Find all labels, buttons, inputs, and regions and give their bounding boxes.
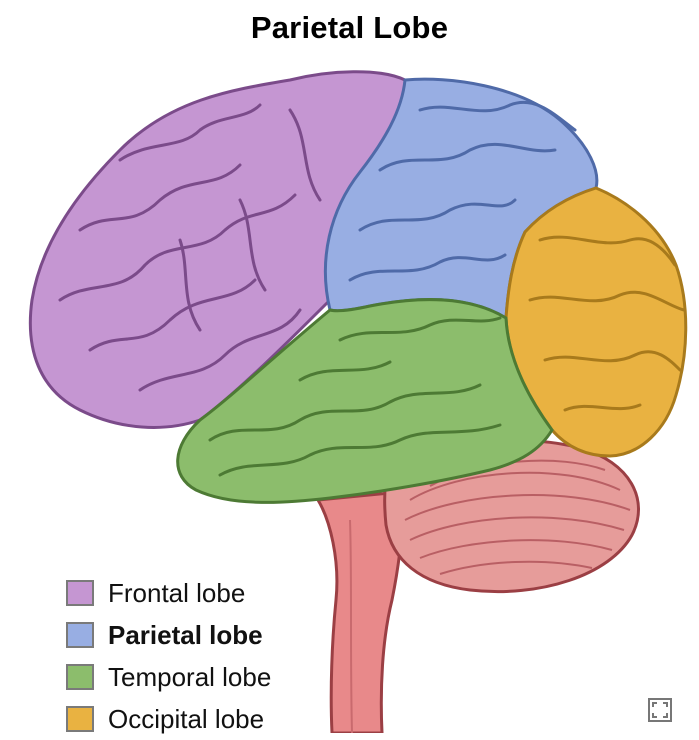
page-title: Parietal Lobe <box>250 10 449 45</box>
frontal-swatch <box>66 580 94 606</box>
legend-temporal: Temporal lobe <box>66 656 271 698</box>
occipital-swatch <box>66 706 94 732</box>
parietal-label: Parietal lobe <box>108 619 263 650</box>
legend-occipital: Occipital lobe <box>66 698 271 740</box>
expand-icon[interactable] <box>648 698 672 722</box>
legend-frontal: Frontal lobe <box>66 572 271 614</box>
parietal-swatch <box>66 622 94 648</box>
temporal-label: Temporal lobe <box>108 661 272 692</box>
temporal-lobe <box>176 298 554 504</box>
temporal-swatch <box>66 664 94 690</box>
frontal-label: Frontal lobe <box>108 577 246 608</box>
occipital-label: Occipital lobe <box>108 703 265 734</box>
occipital-lobe <box>504 186 688 458</box>
legend: Frontal lobe Parietal lobe Temporal lobe… <box>66 572 271 740</box>
brainstem <box>315 490 404 733</box>
legend-parietal: Parietal lobe <box>66 614 271 656</box>
